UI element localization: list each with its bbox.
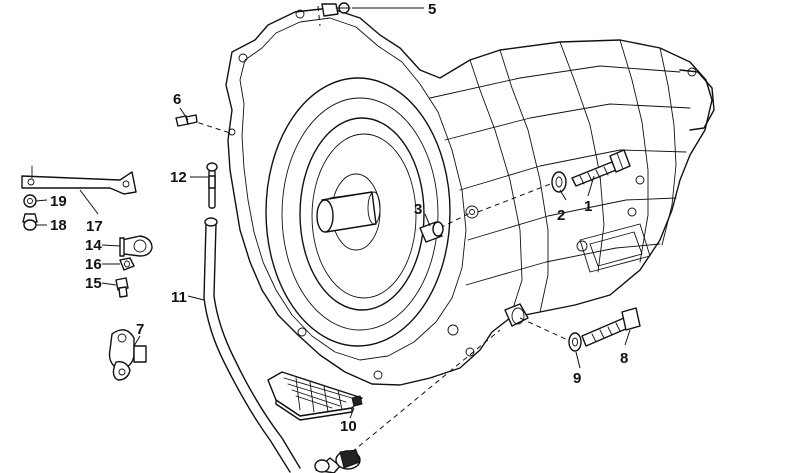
part-12-dipstick: [206, 162, 218, 209]
callout-16: 16: [85, 256, 102, 273]
callout-12: 12: [170, 169, 187, 186]
part-15-bolt: [115, 277, 129, 298]
part-1-stud-bolt: [571, 149, 631, 187]
part-8-bolt: [581, 307, 641, 347]
callout-1: 1: [584, 198, 592, 215]
callout-7: 7: [136, 321, 144, 338]
callout-14: 14: [85, 237, 102, 254]
leader-lines: [35, 7, 631, 419]
part-17-support-bracket: [21, 165, 137, 195]
callout-labels: 1 2 3 5 6 7 8 9 10 11 12 14 15 16 17 18 …: [50, 1, 628, 435]
transmission-housing: [225, 7, 715, 386]
assembly-lines: [189, 5, 573, 453]
part-11-dipstick-tube: [203, 217, 301, 473]
callout-6: 6: [173, 91, 181, 108]
part-6-screw: [175, 114, 198, 127]
part-14-clamp: [119, 235, 153, 257]
callout-9: 9: [573, 370, 581, 387]
callout-5: 5: [428, 1, 436, 18]
part-19-washer: [23, 194, 37, 208]
callout-10: 10: [340, 418, 357, 435]
part-9-washer: [568, 332, 582, 352]
callout-2: 2: [557, 207, 565, 224]
part-10-oil-strainer: [267, 371, 363, 421]
callout-19: 19: [50, 193, 67, 210]
part-7-bracket: [108, 329, 147, 381]
part-3-bushing: [419, 221, 444, 243]
callout-17: 17: [86, 218, 103, 235]
part-18-bolt: [22, 213, 38, 231]
part-2-washer: [551, 171, 567, 193]
drain-plug-assembly: [314, 449, 361, 473]
callout-18: 18: [50, 217, 67, 234]
callout-15: 15: [85, 275, 102, 292]
callout-3: 3: [414, 201, 422, 218]
callout-11: 11: [171, 289, 187, 306]
callout-8: 8: [620, 350, 628, 367]
part-16-nut: [119, 257, 135, 271]
part-5-bolt: [321, 2, 351, 17]
